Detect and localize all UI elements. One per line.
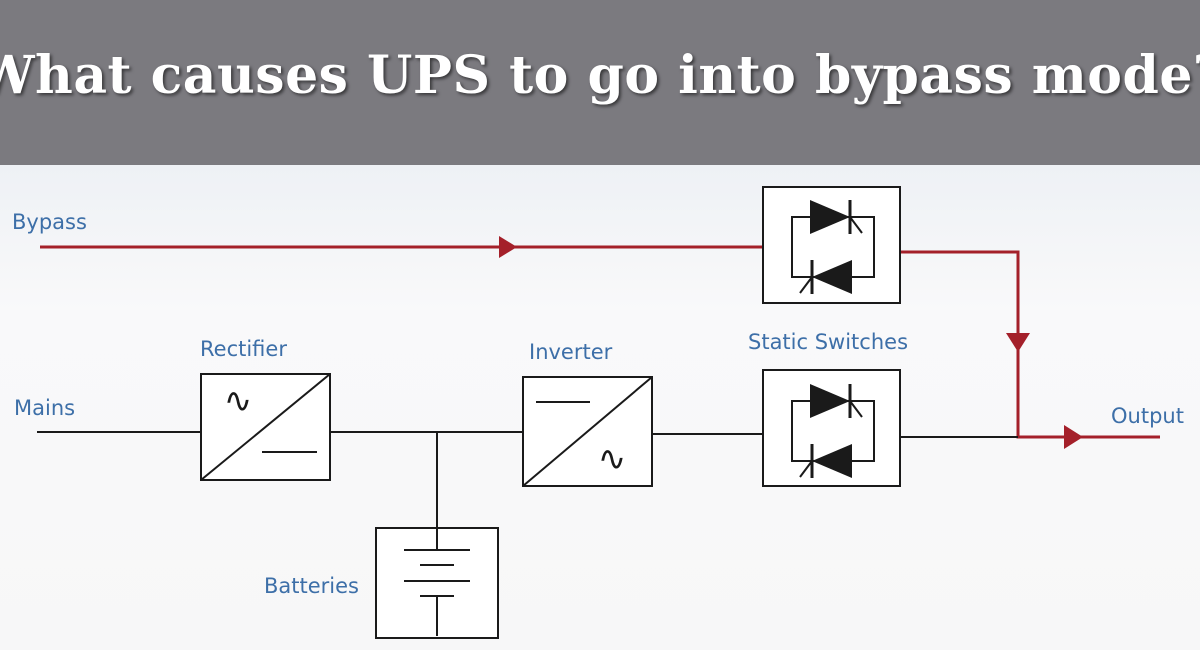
thyristor-icon [799, 444, 852, 478]
thyristor-icon [810, 384, 863, 418]
thyristor-icon [810, 200, 863, 234]
inverter-label: Inverter [529, 340, 613, 364]
rectifier-block: ∿ [200, 373, 331, 481]
static-switch-main [762, 369, 901, 487]
output-arrow-icon [1064, 425, 1083, 449]
thyristor-icon [799, 260, 852, 294]
bypass-label: Bypass [12, 210, 87, 234]
bypass-line [40, 236, 1160, 449]
inverter-block: ∿ [522, 376, 653, 487]
mains-line [37, 431, 1018, 528]
rectifier-label: Rectifier [200, 337, 287, 361]
batteries-block [375, 527, 499, 639]
ups-bypass-diagram: ∿ ∿ [0, 165, 1200, 650]
title-banner: What causes UPS to go into bypass mode? [0, 0, 1200, 165]
battery-icon [404, 528, 470, 636]
mains-label: Mains [14, 396, 75, 420]
bypass-arrow-icon [499, 236, 517, 258]
output-label: Output [1111, 404, 1184, 428]
page-title: What causes UPS to go into bypass mode? [0, 45, 1200, 106]
static-switches-label: Static Switches [748, 330, 908, 354]
ac-wave-icon: ∿ [224, 381, 253, 421]
ac-wave-icon: ∿ [598, 439, 627, 479]
static-switch-bypass [762, 186, 901, 304]
batteries-label: Batteries [264, 574, 359, 598]
down-arrow-icon [1006, 333, 1030, 352]
